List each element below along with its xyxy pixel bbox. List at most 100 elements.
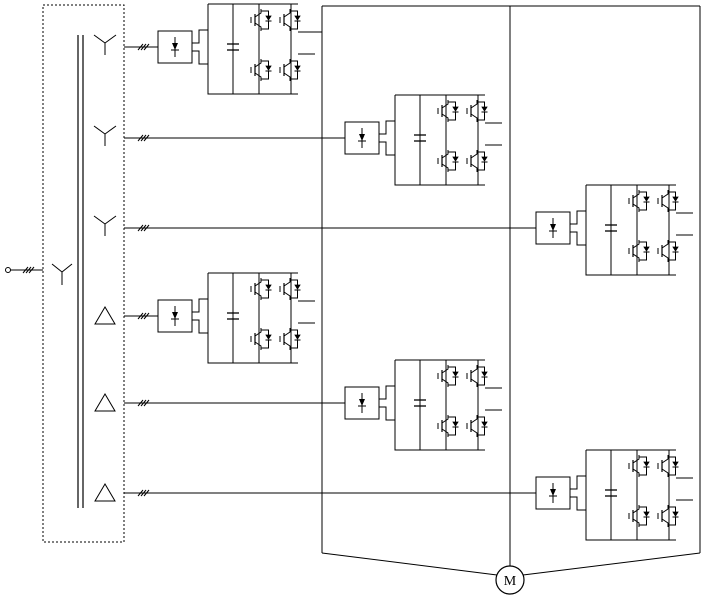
diode-triangle (643, 461, 650, 467)
wye-arm (93, 215, 106, 225)
igbt-emitter (441, 113, 449, 122)
igbt-collector (283, 9, 291, 18)
rectifier-block (344, 121, 380, 155)
diode-triangle (481, 371, 488, 377)
inverter-frame (394, 359, 485, 451)
igbt-emitter (283, 341, 291, 350)
diode-leads (477, 416, 485, 436)
three-phase-marker (137, 312, 150, 320)
igbt-emitter (470, 163, 478, 172)
three-phase-marker (137, 43, 150, 51)
diode-leads (477, 151, 485, 171)
diode-triangle (672, 461, 679, 467)
three-phase-marker (137, 224, 150, 232)
igbt-switch (279, 328, 301, 350)
power-cell (535, 449, 693, 541)
diode-leads (477, 101, 485, 121)
dc-link-wires (192, 29, 208, 65)
phase-slash (140, 312, 147, 320)
phase-slash (137, 43, 144, 51)
diode-leads (668, 241, 676, 261)
igbt-emitter (470, 113, 478, 122)
igbt-collector (283, 59, 291, 68)
delta-triangle (94, 393, 116, 412)
igbt-switch (657, 505, 679, 527)
diode-triangle (643, 246, 650, 252)
diode-triangle (265, 334, 272, 340)
power-cells (157, 3, 693, 541)
rectifier-block (157, 30, 193, 64)
igbt-collector (254, 9, 262, 18)
diode-leads (261, 60, 269, 80)
inverter-frame (585, 184, 676, 276)
igbt-switch (628, 505, 650, 527)
phase-slash (140, 399, 147, 407)
igbt-collector (661, 505, 669, 514)
diode-triangle (294, 15, 301, 21)
igbt-emitter (254, 341, 262, 350)
delta-triangle (94, 306, 116, 325)
phase-slash (137, 224, 144, 232)
diode-leads (639, 506, 647, 526)
inverter-frame (394, 94, 485, 186)
power-cell (344, 359, 502, 451)
phase-slash (137, 134, 144, 142)
igbt-switch (628, 455, 650, 477)
diode-triangle (643, 196, 650, 202)
phase-slash (22, 266, 29, 274)
igbt-switch (466, 365, 488, 387)
igbt-emitter (661, 203, 669, 212)
igbt-collector (632, 240, 640, 249)
igbt-emitter (441, 163, 449, 172)
dc-link-wires (379, 120, 395, 156)
power-cell (344, 94, 502, 186)
igbt-emitter (283, 22, 291, 31)
secondary-delta-icon (94, 393, 116, 412)
igbt-switch (250, 278, 272, 300)
phase-slash (143, 312, 150, 320)
dc-link-wires (570, 475, 586, 511)
secondary-wye-icon (93, 34, 117, 55)
three-phase-marker (137, 399, 150, 407)
igbt-emitter (254, 22, 262, 31)
motor-symbol (495, 565, 525, 595)
delta-triangle (94, 483, 116, 502)
phase-slash (137, 489, 144, 497)
phase-slash (143, 224, 150, 232)
igbt-emitter (283, 291, 291, 300)
igbt-collector (254, 328, 262, 337)
diode-leads (290, 329, 298, 349)
igbt-emitter (441, 428, 449, 437)
diode-triangle (452, 371, 459, 377)
wye-arm (104, 125, 117, 135)
igbt-collector (441, 365, 449, 374)
phase-slash (143, 399, 150, 407)
igbt-switch (250, 59, 272, 81)
igbt-emitter (632, 468, 640, 477)
igbt-collector (661, 190, 669, 199)
igbt-switch (279, 9, 301, 31)
diode-leads (261, 279, 269, 299)
diode-leads (290, 60, 298, 80)
wye-arm (51, 263, 63, 273)
igbt-switch (657, 190, 679, 212)
diode-triangle (452, 156, 459, 162)
wye-arm (104, 34, 117, 44)
diode-triangle (481, 106, 488, 112)
dc-link-wires (379, 385, 395, 421)
diode-triangle (294, 284, 301, 290)
igbt-collector (470, 415, 478, 424)
diode-leads (477, 366, 485, 386)
igbt-switch (250, 9, 272, 31)
igbt-collector (254, 59, 262, 68)
input-terminal (5, 267, 11, 273)
igbt-collector (470, 150, 478, 159)
igbt-collector (632, 505, 640, 514)
igbt-emitter (632, 253, 640, 262)
igbt-emitter (441, 378, 449, 387)
diode-triangle (265, 65, 272, 71)
igbt-switch (466, 415, 488, 437)
igbt-switch (628, 190, 650, 212)
phase-slash (143, 134, 150, 142)
